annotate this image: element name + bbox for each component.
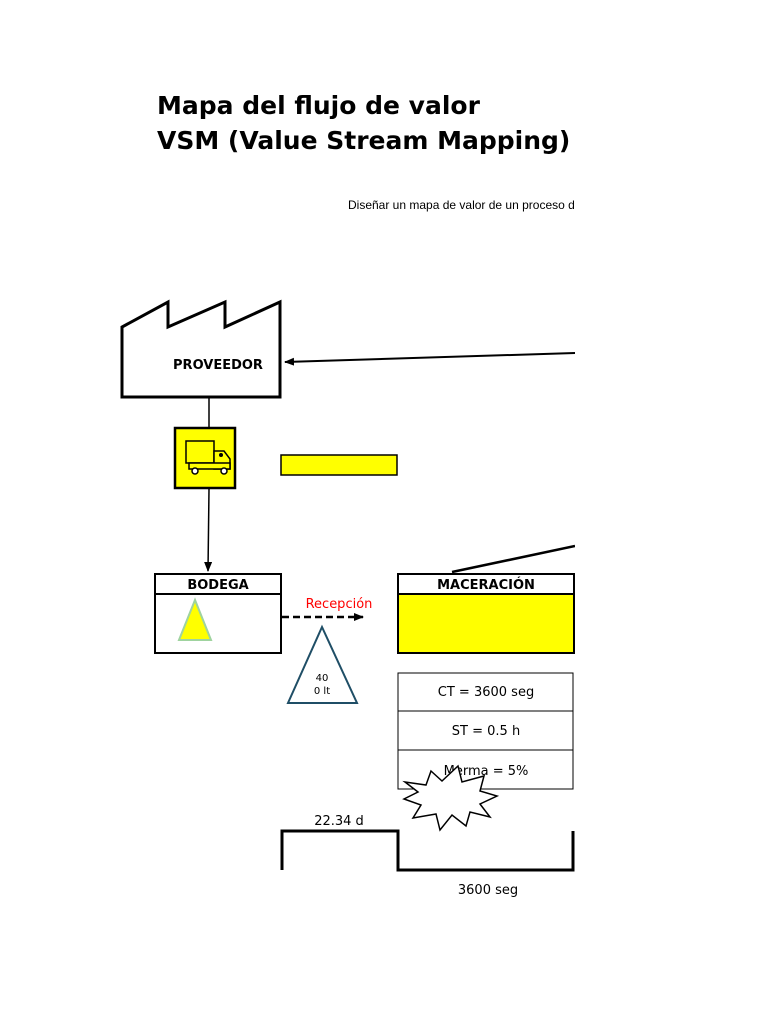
inventory-icon [286,624,359,704]
vsm-diagram-canvas: PROVEEDOR BODEGA [120,299,575,898]
truck-shipment [173,426,237,490]
process-label-maceracion: MACERACIÓN [437,577,535,593]
supplier-label: PROVEEDOR [173,358,263,373]
inventory-value-line-1: 40 [316,673,329,684]
inventory-triangle: 40 0 lt [286,624,359,704]
vsm-diagram: PROVEEDOR BODEGA [120,299,575,898]
kaizen-burst-icon [402,764,500,832]
data-row-cycle-time: CT = 3600 seg [438,685,534,700]
process-data-box: CT = 3600 seg ST = 0.5 h Merma = 5% [397,672,574,790]
maceracion-info-line [451,544,575,574]
information-flow-arrow [284,352,575,366]
page-title: Mapa del flujo de valor VSM (Value Strea… [157,88,570,158]
page-subtitle: Diseñar un mapa de valor de un proceso d [348,198,574,212]
inventory-value-line-2: 0 lt [314,686,330,697]
transfer-label: Recepción [306,597,373,612]
data-row-setup-time: ST = 0.5 h [452,724,520,739]
process-box-bodega: BODEGA [154,573,282,654]
triangle-icon [177,597,213,641]
shipment-schedule-bar [280,454,398,476]
supplier-factory: PROVEEDOR [120,299,282,399]
supplier-factory-icon [120,299,282,399]
timeline-wait-time: 22.34 d [314,814,364,829]
process-box-maceracion: MACERACIÓN [397,573,575,654]
truck-to-bodega-arrow [204,488,213,572]
data-row-scrap: Merma = 5% [444,764,529,779]
timeline-process-time: 3600 seg [458,883,518,898]
page-title-line-1: Mapa del flujo de valor [157,91,480,120]
page-title-line-2: VSM (Value Stream Mapping) [157,126,571,155]
timeline-ladder [280,829,575,872]
timeline: 22.34 d 3600 seg [280,814,575,898]
process-label-bodega: BODEGA [187,578,248,593]
truck-icon [185,440,231,475]
